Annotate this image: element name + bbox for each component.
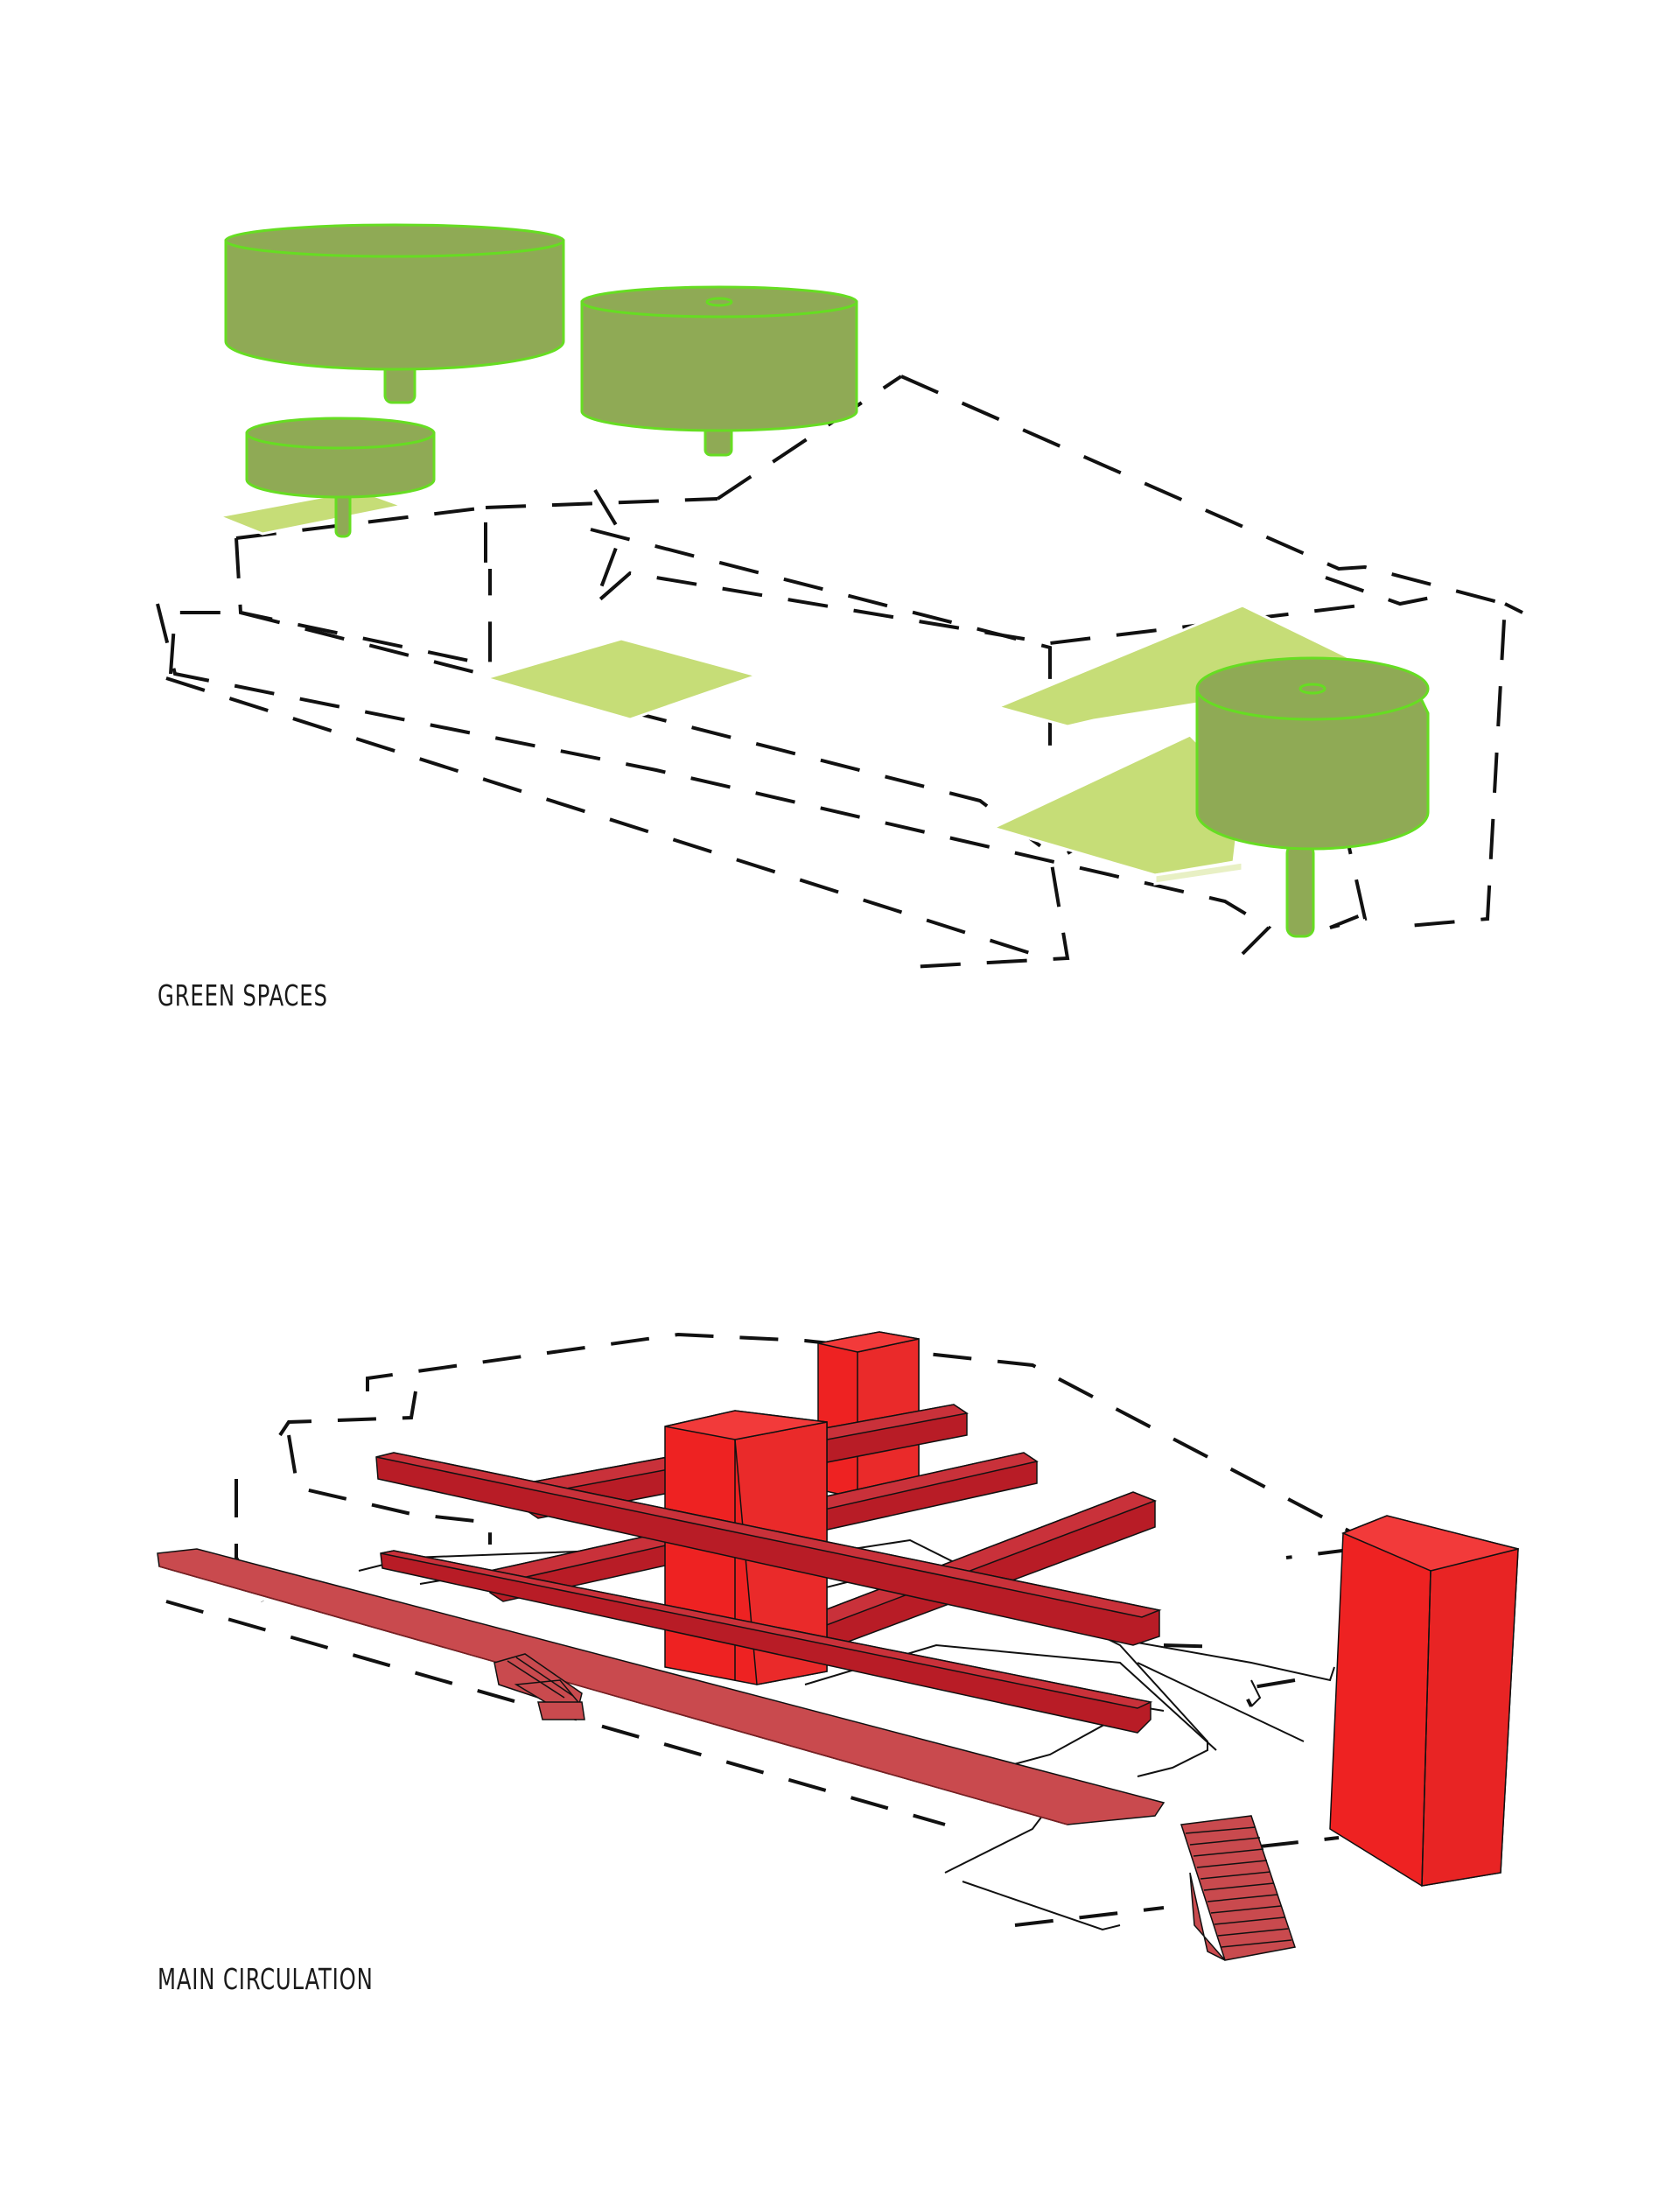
lawn-plane-icon	[480, 637, 762, 721]
stair-icon	[494, 1653, 585, 1720]
caption-green-spaces: GREEN SPACES	[158, 978, 328, 1012]
stair-icon	[1180, 1815, 1296, 1961]
main-ramp	[157, 1548, 1166, 1825]
green-canopy-cylinder-icon	[224, 223, 565, 404]
bridge-beam-icon	[380, 1550, 1153, 1734]
bridge-beams	[375, 1452, 1162, 1734]
green-canopy-cylinder-icon	[580, 285, 858, 457]
lawn-plane-icon	[214, 488, 408, 536]
green-canopy-cylinder-icon	[1195, 656, 1430, 938]
green-spaces-diagram	[156, 223, 1523, 969]
canopy-cylinders	[224, 223, 1430, 938]
bridge-beam-icon	[375, 1452, 1162, 1646]
green-canopy-cylinder-icon	[245, 417, 436, 538]
lawn-plane-icon	[1153, 860, 1244, 886]
circulation-core-icon	[1329, 1515, 1519, 1887]
caption-main-circulation: MAIN CIRCULATION	[158, 1962, 374, 1996]
lawn-planes	[214, 488, 1387, 886]
main-circulation-diagram	[157, 1331, 1519, 1961]
